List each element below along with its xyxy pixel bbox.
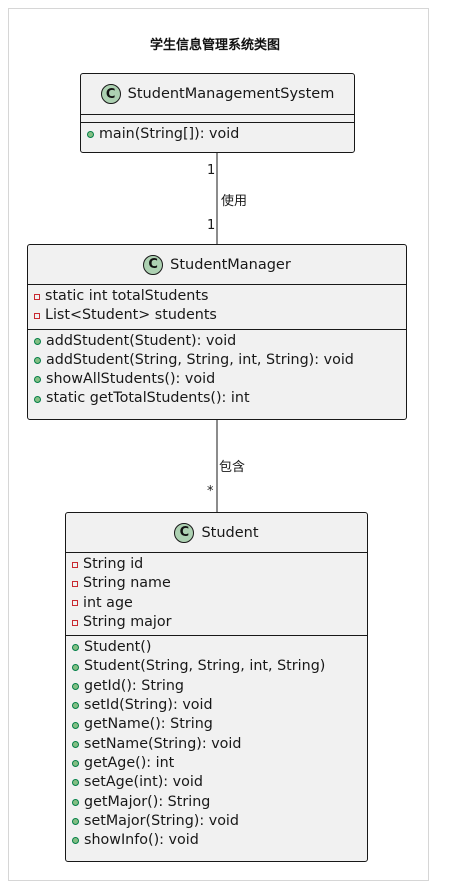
public-visibility-icon [72,721,79,729]
attribute-item: List<Student> students [34,306,400,325]
class-methods-section: Student() Student(String, String, int, S… [66,636,367,853]
public-visibility-icon [72,682,79,690]
class-name: Student [201,524,259,541]
method-item: addStudent(Student): void [34,332,400,351]
diagram-title: 学生信息管理系统类图 [149,38,280,53]
method-item: setId(String): void [72,696,361,715]
private-visibility-icon [72,580,78,587]
class-stereotype-icon: C [100,84,121,104]
public-visibility-icon [72,702,79,710]
public-visibility-icon [72,740,79,748]
attribute-item: int age [72,594,361,613]
public-visibility-icon [34,337,41,345]
method-item: setName(String): void [72,735,361,754]
class-stereotype-icon: C [174,522,195,543]
attribute-item: String name [72,574,361,593]
class-header: C StudentManager [28,245,406,285]
method-item: getName(): String [72,715,361,734]
private-visibility-icon [34,293,40,300]
method-item: setMajor(String): void [72,812,361,831]
method-item: Student(String, String, int, String) [72,657,361,676]
relation-uses-source-multiplicity: 1 [207,163,216,178]
public-visibility-icon [34,395,41,403]
public-visibility-icon [72,644,79,652]
class-attributes-section: String id String name int age String maj… [66,553,367,637]
method-item: static getTotalStudents(): int [34,389,400,408]
class-box-student-manager: C StudentManager static int totalStudent… [27,244,407,420]
class-methods-section: main(String[]): void [81,123,354,147]
class-name: StudentManager [170,256,291,273]
public-visibility-icon [34,357,41,365]
relation-contains-target-multiplicity: * [207,484,214,499]
class-stereotype-icon: C [143,254,164,275]
public-visibility-icon [87,131,94,139]
public-visibility-icon [72,818,79,825]
class-attributes-section [81,115,354,123]
attribute-item: String major [72,613,361,632]
method-item: Student() [72,638,361,657]
class-header: C Student [66,513,367,553]
attribute-item: String id [72,555,361,574]
relation-contains-label: 包含 [219,460,246,475]
class-header: C StudentManagementSystem [81,74,354,115]
method-item: getAge(): int [72,754,361,773]
method-item: getId(): String [72,677,361,696]
class-name: StudentManagementSystem [127,86,335,102]
method-item: main(String[]): void [87,125,348,144]
public-visibility-icon [72,779,79,787]
method-item: addStudent(String, String, int, String):… [34,351,400,370]
public-visibility-icon [34,376,41,384]
private-visibility-icon [72,619,78,626]
relation-uses-target-multiplicity: 1 [207,218,216,233]
method-item: getMajor(): String [72,793,361,812]
relation-uses-label: 使用 [221,194,248,209]
attribute-item: static int totalStudents [34,287,400,306]
class-methods-section: addStudent(Student): void addStudent(Str… [28,330,406,412]
private-visibility-icon [34,312,40,319]
public-visibility-icon [72,837,79,845]
class-attributes-section: static int totalStudents List<Student> s… [28,285,406,330]
method-item: showInfo(): void [72,831,361,850]
class-box-student: C Student String id String name int age … [65,512,368,862]
public-visibility-icon [72,798,79,806]
private-visibility-icon [72,561,78,568]
private-visibility-icon [72,600,78,607]
method-item: showAllStudents(): void [34,370,400,389]
class-box-student-management-system: C StudentManagementSystem main(String[])… [80,73,355,153]
method-item: setAge(int): void [72,773,361,792]
public-visibility-icon [72,663,79,671]
public-visibility-icon [72,760,79,768]
